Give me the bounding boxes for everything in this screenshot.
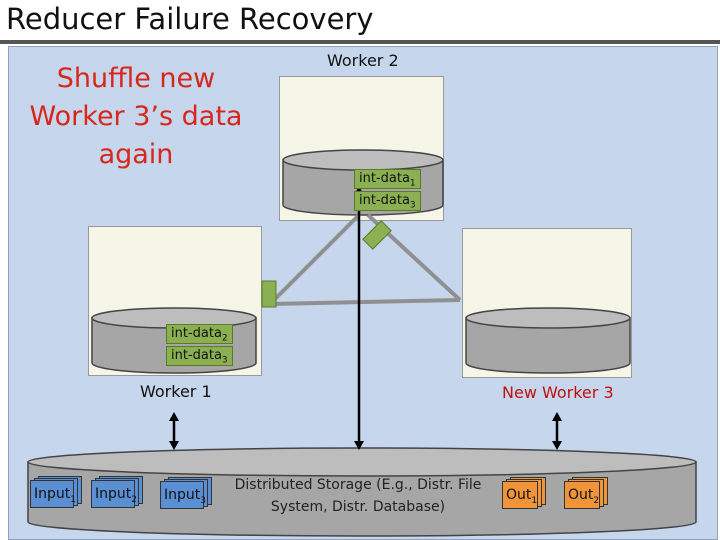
- worker-1-chip-int-data-3: int-data3: [166, 346, 233, 366]
- caption-line-2: Worker 3’s data: [29, 101, 243, 132]
- transfer-chip-diagonal: [362, 220, 392, 250]
- distributed-storage-label: Distributed Storage (E.g., Distr. File S…: [226, 474, 490, 518]
- slide-title: Reducer Failure Recovery: [6, 2, 374, 36]
- caption-line-1: Shuffle new: [56, 63, 216, 94]
- io-arrows: [172, 192, 559, 444]
- worker-2-label: Worker 2: [327, 51, 399, 70]
- worker-3-disk: [465, 307, 631, 374]
- storage-label-line-1: Distributed Storage (E.g., Distr. File: [234, 477, 482, 493]
- connector-w1-w3: [269, 298, 461, 306]
- worker-3-label: New Worker 3: [502, 383, 614, 402]
- title-underline: [0, 40, 720, 44]
- connector-w2-w1: [268, 213, 361, 306]
- worker-1-chip-int-data-2: int-data2: [166, 324, 233, 344]
- worker-1-label: Worker 1: [140, 382, 212, 401]
- shuffle-connectors: [268, 213, 462, 306]
- caption-line-3: again: [98, 139, 174, 170]
- worker-2-chip-int-data-1: int-data1: [354, 169, 421, 189]
- storage-label-line-2: System, Distr. Database): [270, 499, 446, 515]
- transfer-chip-worker1: [261, 280, 277, 308]
- shuffle-caption: Shuffle new Worker 3’s data again: [22, 60, 250, 174]
- worker-2-chip-int-data-3: int-data3: [354, 191, 421, 211]
